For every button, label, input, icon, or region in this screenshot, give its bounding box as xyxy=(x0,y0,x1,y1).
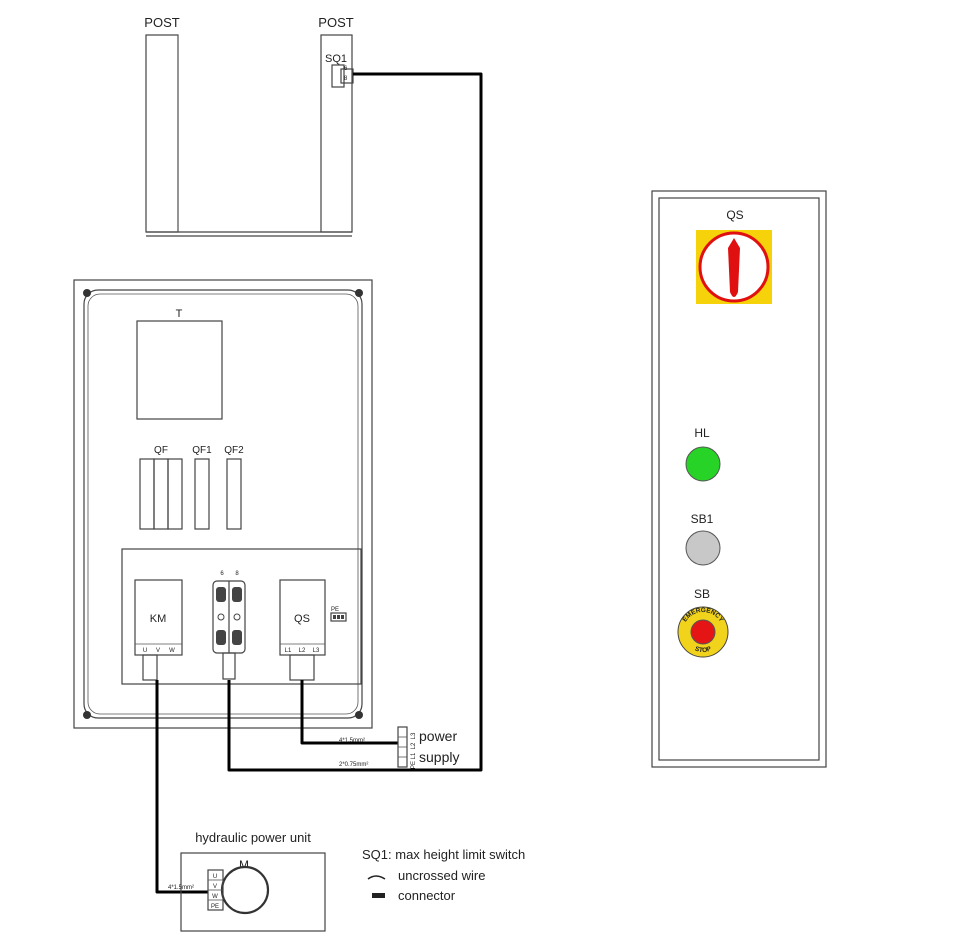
left-post xyxy=(145,34,179,233)
supply-wire xyxy=(300,680,398,745)
uncrossed-wire-icon xyxy=(367,875,386,880)
svg-text:V: V xyxy=(156,648,160,654)
transformer-label: T xyxy=(176,308,183,320)
qs-panel-label: QS xyxy=(726,208,743,222)
legend: SQ1: max height limit switch uncrossed w… xyxy=(362,847,525,903)
svg-text:PE: PE xyxy=(411,761,417,769)
svg-text:PE: PE xyxy=(211,904,219,910)
din-panel xyxy=(121,548,362,685)
left-post-label: POST xyxy=(144,15,179,30)
pe-terminal xyxy=(330,612,347,622)
qf-label: QF xyxy=(154,445,168,456)
motor-wire xyxy=(155,680,208,894)
hl-label: HL xyxy=(694,426,710,440)
svg-text:U: U xyxy=(143,648,147,654)
power-supply-terminal: L3 L2 L1 PE power supply 4*1.5mm² 2*0.75… xyxy=(339,726,459,769)
svg-text:8: 8 xyxy=(344,76,348,82)
svg-text:L1: L1 xyxy=(411,752,417,759)
breaker-qf xyxy=(139,458,183,530)
svg-text:STOP: STOP xyxy=(694,645,713,654)
motor-terminal-block: U V W PE xyxy=(207,869,224,911)
estop-button-icon xyxy=(690,619,716,645)
push-button-sb1[interactable] xyxy=(685,530,721,566)
breaker-qf1 xyxy=(194,458,210,530)
cable-spec-control: 2*0.75mm² xyxy=(339,762,368,768)
sq1-limit-switch: 6 8 xyxy=(331,64,354,88)
electrical-cabinet: T QF QF1 QF2 KM U V W 6 8 xyxy=(73,279,373,729)
right-post-label: POST xyxy=(318,15,353,30)
qf1-label: QF1 xyxy=(192,445,212,456)
svg-text:U: U xyxy=(213,874,217,880)
svg-text:W: W xyxy=(212,894,218,900)
legend-connector: connector xyxy=(398,888,456,903)
legend-sq1: SQ1: max height limit switch xyxy=(362,847,525,862)
motor-label: M xyxy=(239,858,249,872)
hydraulic-title: hydraulic power unit xyxy=(195,830,311,845)
screw-icon xyxy=(83,289,91,297)
rotary-switch-qs[interactable] xyxy=(696,230,772,304)
posts: POST POST SQ1 6 8 xyxy=(144,15,354,237)
motor-cable-spec: 4*1.5mm² xyxy=(168,885,194,891)
qf2-label: QF2 xyxy=(224,445,244,456)
power-supply-label-2: supply xyxy=(419,749,459,765)
motor-icon xyxy=(220,865,270,915)
svg-text:L2: L2 xyxy=(411,742,417,749)
km-label: KM xyxy=(150,613,167,625)
wires xyxy=(155,72,483,894)
hydraulic-box xyxy=(180,852,326,932)
svg-text:L1: L1 xyxy=(285,648,292,654)
connector-icon xyxy=(372,893,385,898)
emergency-stop-sb[interactable]: EMERGENCY STOP xyxy=(677,606,729,658)
pe-label: PE xyxy=(331,607,339,613)
rotary-knob-icon xyxy=(728,238,740,297)
indicator-lamp-hl xyxy=(685,446,721,482)
sb-label: SB xyxy=(694,587,710,601)
screw-icon xyxy=(355,289,363,297)
screw-icon xyxy=(355,711,363,719)
transformer-box xyxy=(136,320,223,420)
control-wire xyxy=(227,72,483,772)
qs-cabinet-label: QS xyxy=(294,613,310,625)
hydraulic-power-unit: hydraulic power unit M U V W PE 4*1.5mm² xyxy=(168,830,326,932)
estop-ring-bottom-text: STOP xyxy=(694,645,713,654)
svg-text:L3: L3 xyxy=(411,732,417,739)
sq1-label: SQ1 xyxy=(325,53,347,65)
breaker-qf2 xyxy=(226,458,242,530)
svg-text:6: 6 xyxy=(220,571,224,577)
svg-text:8: 8 xyxy=(235,571,239,577)
svg-text:L2: L2 xyxy=(299,648,306,654)
power-supply-label: power xyxy=(419,728,457,744)
cable-spec-3phase: 4*1.5mm² xyxy=(339,738,365,744)
svg-text:V: V xyxy=(213,884,217,890)
control-panel: QS HL SB1 SB EMERGENCY STOP xyxy=(651,190,827,768)
screw-icon xyxy=(83,711,91,719)
sb1-label: SB1 xyxy=(691,512,714,526)
svg-text:L3: L3 xyxy=(313,648,320,654)
terminal-block xyxy=(212,580,246,680)
legend-uncrossed: uncrossed wire xyxy=(398,868,485,883)
svg-text:W: W xyxy=(169,648,175,654)
svg-text:6: 6 xyxy=(344,66,348,72)
contactor-km xyxy=(134,579,183,656)
